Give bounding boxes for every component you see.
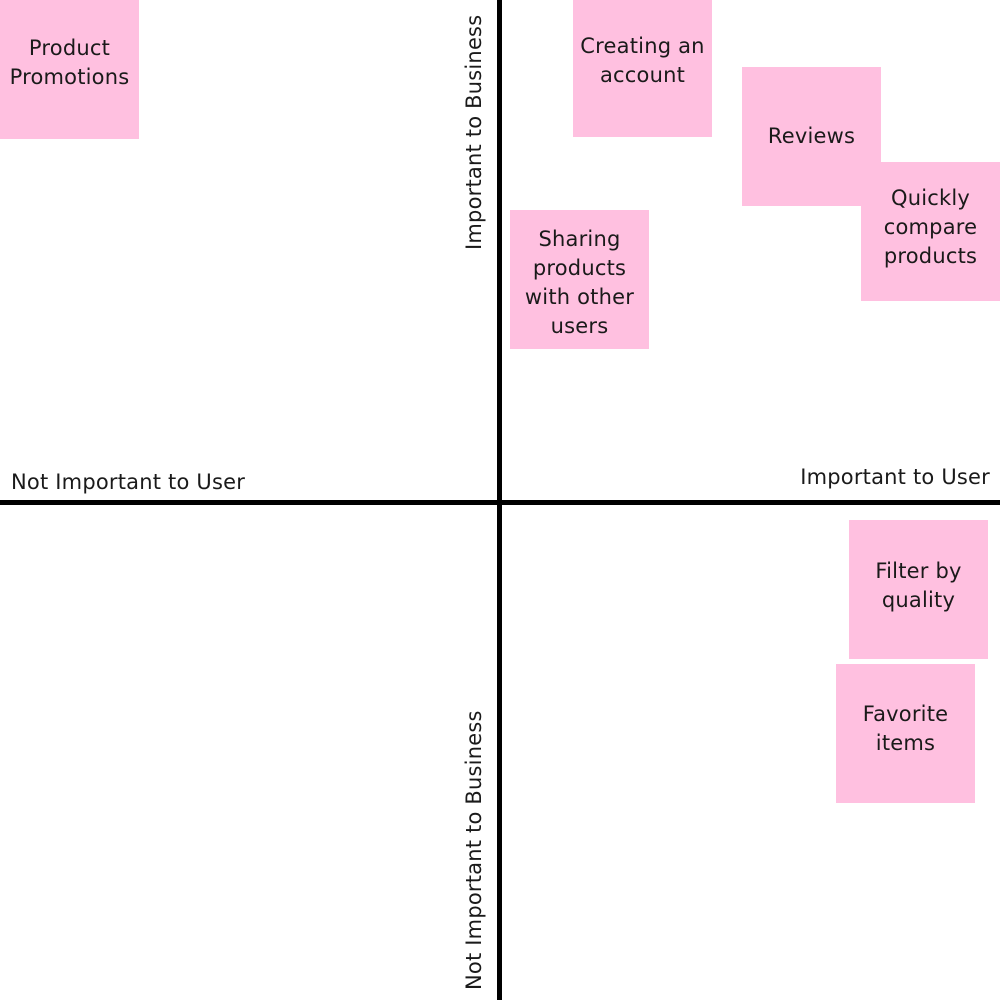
sticky-note-text: Favorite items [862,702,949,755]
sticky-note-text: Creating an account [580,34,705,87]
sticky-note-text: Product Promotions [9,36,130,89]
sticky-note-text: Filter by quality [875,559,962,612]
sticky-note-text: Sharing products with other users [524,227,635,338]
sticky-note-quickly-compare[interactable]: Quickly compare products [861,162,1000,301]
sticky-note-reviews[interactable]: Reviews [742,67,881,206]
sticky-note-product-promotions[interactable]: Product Promotions [0,0,139,139]
sticky-note-sharing-products[interactable]: Sharing products with other users [510,210,649,349]
sticky-note-creating-account[interactable]: Creating an account [573,0,712,137]
sticky-note-filter-quality[interactable]: Filter by quality [849,520,988,659]
x-axis-positive-label: Important to User [800,465,990,489]
sticky-note-text: Quickly compare products [883,186,978,268]
y-axis-positive-label: Important to Business [462,14,486,250]
sticky-note-favorite-items[interactable]: Favorite items [836,664,975,803]
y-axis-negative-label: Not Important to Business [462,710,486,990]
sticky-note-text: Reviews [767,124,856,148]
x-axis-negative-label: Not Important to User [11,470,246,494]
vertical-axis-line [497,0,502,1000]
